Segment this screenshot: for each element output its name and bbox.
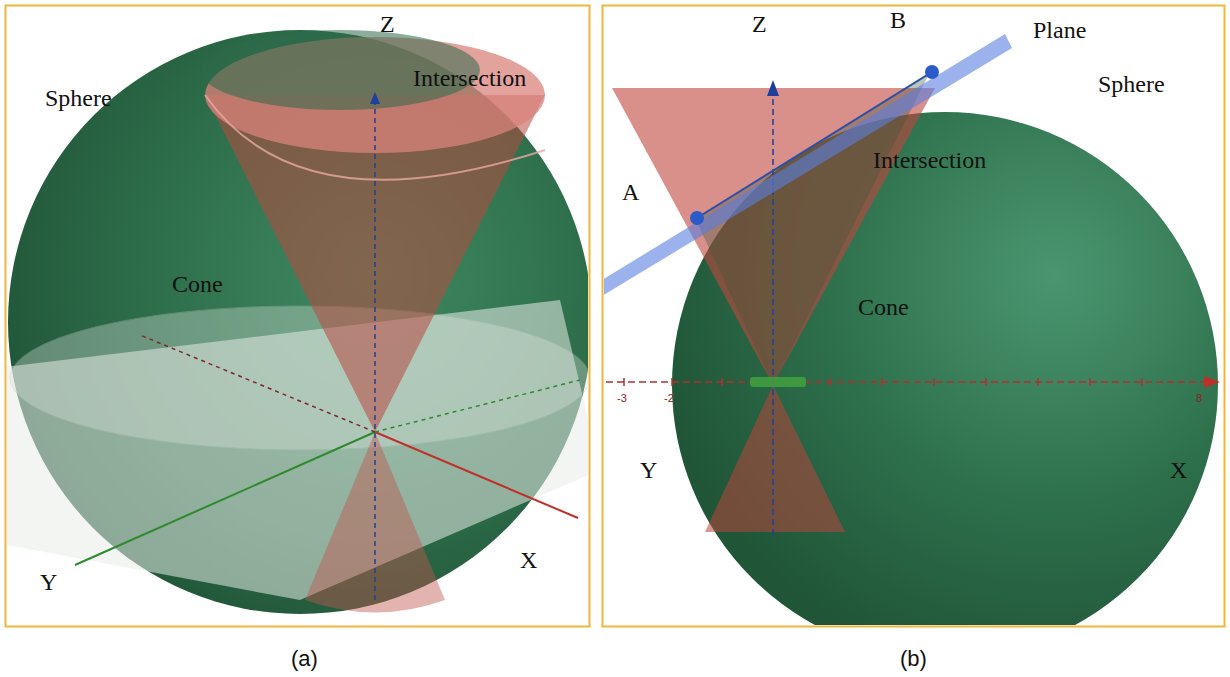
point-a [690, 211, 704, 225]
axis-label: Z [752, 12, 767, 36]
axis-label: X [520, 548, 537, 572]
cone-lower [705, 385, 845, 532]
region-label: Intersection [873, 148, 986, 172]
panel-frame [6, 6, 590, 627]
region-label: Sphere [45, 86, 112, 110]
panel-a-art [7, 30, 588, 614]
plane [604, 34, 1012, 296]
point-label: B [890, 8, 906, 32]
region-label: Plane [1033, 18, 1086, 42]
tick-number: -3 [617, 393, 627, 404]
point-b [925, 65, 939, 79]
axis-label: Y [40, 570, 57, 594]
region-label: Intersection [413, 66, 526, 90]
tick-number: -2 [664, 393, 674, 404]
axis-label: Y [640, 458, 657, 482]
region-label: Cone [858, 295, 909, 319]
point-label: A [622, 180, 639, 204]
equator-disc [10, 306, 588, 450]
axis-label: Z [380, 12, 395, 36]
panel-b-art [604, 34, 1220, 625]
axis-label: X [1170, 458, 1187, 482]
region-label: Sphere [1098, 72, 1165, 96]
panel-caption: (b) [900, 648, 927, 670]
cone-lower [305, 432, 445, 613]
tick-number: 8 [1196, 393, 1202, 404]
panel-frame [603, 6, 1225, 627]
xy-plane [7, 300, 588, 600]
panel-caption: (a) [291, 648, 318, 670]
region-label: Cone [172, 272, 223, 296]
